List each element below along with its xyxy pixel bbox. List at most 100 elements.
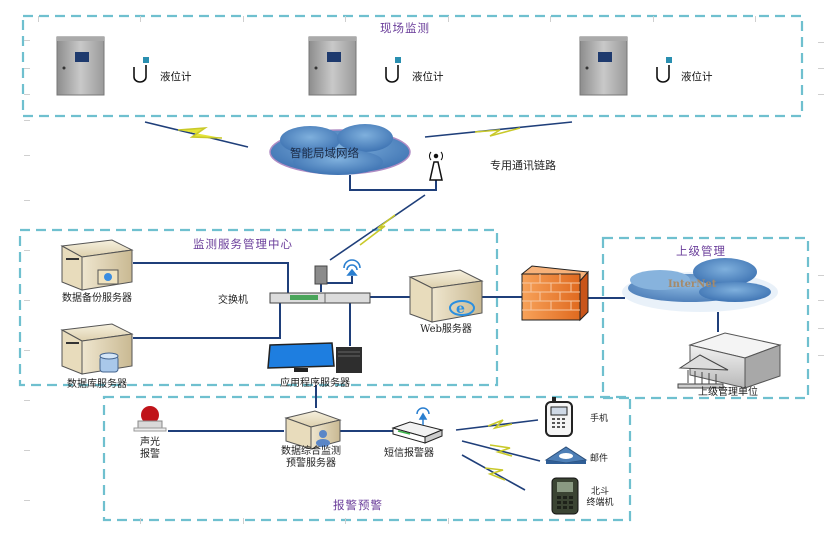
link-db-switch bbox=[133, 302, 281, 339]
ruler-tick bbox=[818, 300, 824, 301]
level-sensor-label-3: 液位计 bbox=[681, 71, 713, 83]
group-title-monitoring-center: 监测服务管理中心 bbox=[193, 237, 293, 251]
group-title-superior-management: 上级管理 bbox=[676, 244, 726, 258]
lan-cloud-icon bbox=[269, 124, 411, 175]
siren-label-line2: 报警 bbox=[140, 449, 160, 460]
ruler-tick bbox=[818, 94, 824, 95]
beidou-label-line2: 终端机 bbox=[586, 498, 614, 508]
ruler-tick bbox=[24, 500, 30, 501]
wifi-icon bbox=[343, 259, 361, 276]
web-server-icon: e bbox=[408, 269, 484, 323]
sms-alarm-label: 短信报警器 bbox=[384, 448, 434, 459]
ruler-tick bbox=[24, 200, 30, 201]
ruler-tick bbox=[345, 16, 346, 22]
group-title-alarm-warning: 报警预警 bbox=[333, 498, 383, 512]
ruler-tick bbox=[24, 350, 30, 351]
superior-unit-label: 上级管理单位 bbox=[698, 387, 758, 398]
ruler-tick bbox=[818, 275, 824, 276]
ruler-tick bbox=[24, 155, 30, 156]
ruler-tick bbox=[140, 518, 141, 524]
warning-server-label-line1: 数据综合监测 bbox=[281, 446, 341, 457]
link-router-wifi bbox=[326, 276, 353, 284]
beidou-terminal-icon bbox=[551, 477, 579, 515]
ruler-tick bbox=[243, 16, 244, 22]
backup-server-label: 数据备份服务器 bbox=[62, 293, 132, 304]
lightning-link-left bbox=[177, 126, 223, 139]
mobile-label: 手机 bbox=[590, 414, 609, 424]
group-title-field-monitoring: 现场监测 bbox=[380, 21, 430, 35]
ruler-tick bbox=[38, 16, 39, 22]
level-sensor-label-1: 液位计 bbox=[160, 71, 192, 83]
mobile-phone-icon bbox=[545, 397, 573, 437]
database-server-icon bbox=[60, 323, 134, 375]
control-cabinet-1 bbox=[56, 36, 105, 96]
svg-text:e: e bbox=[456, 301, 465, 317]
link-lan-antenna bbox=[349, 175, 437, 191]
lightning-link-mobile bbox=[487, 419, 513, 430]
email-label: 邮件 bbox=[590, 454, 609, 464]
group-border-field bbox=[21, 14, 804, 118]
lightning-link-beidou bbox=[484, 467, 506, 481]
ruler-tick bbox=[755, 16, 756, 22]
ruler-tick bbox=[24, 250, 30, 251]
beidou-label: 北斗 终端机 bbox=[586, 487, 613, 509]
internet-label: InterNet bbox=[668, 279, 717, 290]
level-sensor-label-2: 液位计 bbox=[412, 71, 444, 83]
ruler-tick bbox=[653, 16, 654, 22]
switch-icon bbox=[269, 292, 371, 304]
siren-label-line1: 声光 bbox=[140, 437, 160, 448]
siren-icon bbox=[133, 406, 167, 432]
beidou-label-line1: 北斗 bbox=[590, 487, 610, 497]
antenna-icon bbox=[429, 151, 443, 181]
app-server-icon bbox=[267, 342, 362, 373]
level-sensor-icon-1 bbox=[133, 57, 149, 83]
email-icon bbox=[544, 446, 588, 464]
backup-server-icon bbox=[60, 239, 134, 291]
ruler-tick bbox=[24, 40, 30, 41]
level-sensor-icon-2 bbox=[385, 57, 401, 83]
warning-server-icon bbox=[284, 410, 342, 450]
level-sensor-icon-3 bbox=[656, 57, 672, 83]
ruler-tick bbox=[448, 518, 449, 524]
group-border-alarm bbox=[102, 395, 632, 522]
ruler-tick bbox=[140, 16, 141, 22]
firewall-icon bbox=[520, 265, 590, 322]
router-icon bbox=[314, 265, 328, 285]
lan-label: 智能局域网络 bbox=[290, 146, 359, 160]
ruler-tick bbox=[24, 94, 30, 95]
link-backup-switch bbox=[133, 262, 289, 295]
group-border-center bbox=[18, 228, 499, 387]
ruler-tick bbox=[818, 42, 824, 43]
ruler-tick bbox=[448, 16, 449, 22]
ruler-tick bbox=[818, 355, 824, 356]
ruler-tick bbox=[345, 518, 346, 524]
control-cabinet-3 bbox=[579, 36, 628, 96]
ruler-tick bbox=[24, 400, 30, 401]
app-server-label: 应用程序服务器 bbox=[280, 378, 350, 389]
sms-alarm-icon bbox=[391, 421, 444, 444]
ruler-tick bbox=[550, 16, 551, 22]
control-cabinet-2 bbox=[308, 36, 357, 96]
ruler-tick bbox=[24, 68, 30, 69]
ruler-tick bbox=[243, 518, 244, 524]
group-border-superior bbox=[601, 236, 810, 400]
switch-label: 交换机 bbox=[218, 295, 248, 306]
lightning-link-email bbox=[489, 444, 513, 457]
lightning-link-center bbox=[359, 214, 396, 246]
database-server-label: 数据库服务器 bbox=[67, 379, 127, 390]
ruler-tick bbox=[24, 300, 30, 301]
warning-server-label-line2: 预警服务器 bbox=[286, 458, 336, 469]
ruler-tick bbox=[24, 120, 30, 121]
siren-label: 声光 报警 bbox=[140, 437, 160, 461]
internet-cloud-icon bbox=[622, 258, 778, 312]
ruler-tick bbox=[24, 450, 30, 451]
ruler-tick bbox=[818, 328, 824, 329]
sms-wifi-icon bbox=[416, 407, 430, 425]
building-icon bbox=[677, 332, 782, 389]
warning-server-label: 数据综合监测 预警服务器 bbox=[281, 446, 341, 470]
web-server-label: Web服务器 bbox=[420, 324, 472, 335]
dedicated-link-label: 专用通讯链路 bbox=[490, 159, 556, 172]
lightning-link-right bbox=[474, 127, 521, 137]
ruler-tick bbox=[818, 68, 824, 69]
